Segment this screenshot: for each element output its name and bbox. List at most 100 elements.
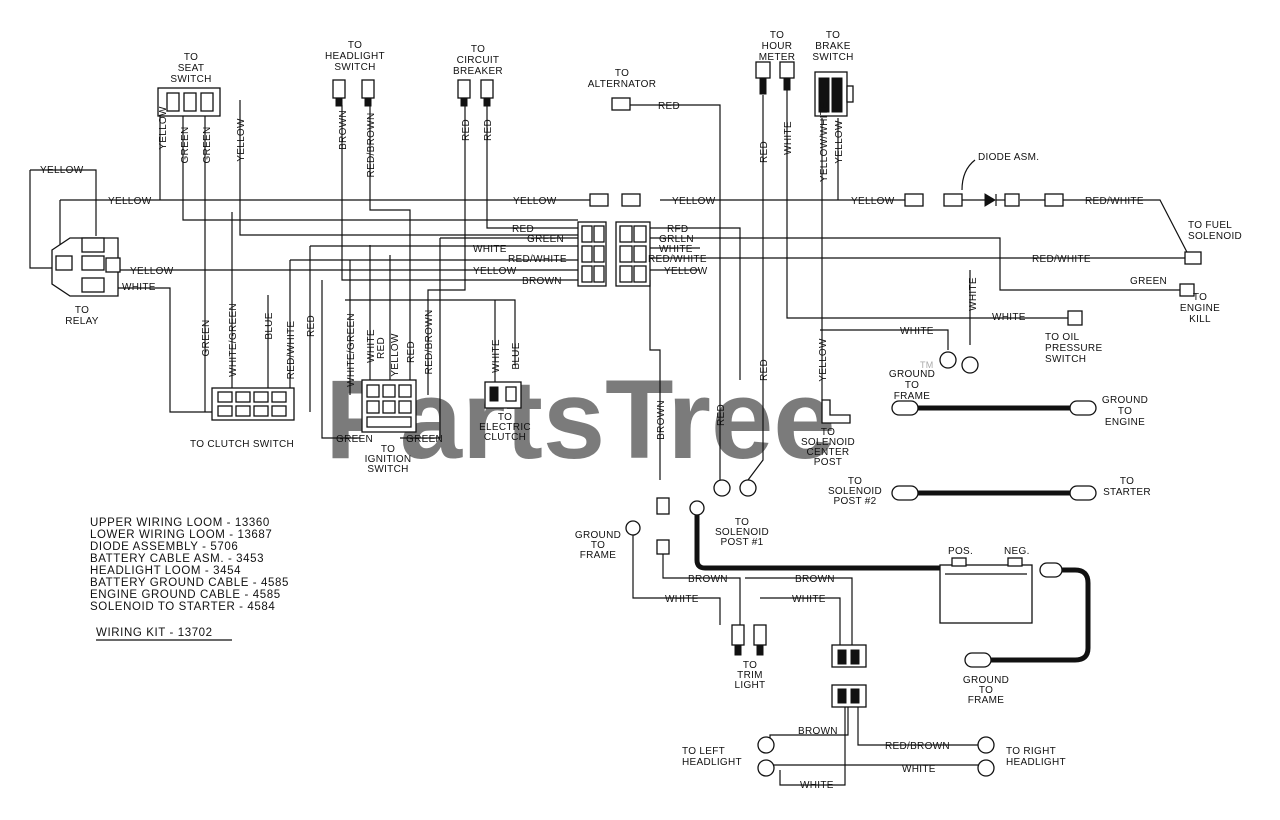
svg-text:YELLOW/WHITE: YELLOW/WHITE: [819, 102, 830, 182]
svg-text:RED: RED: [376, 337, 387, 359]
ignition-switch-connector: [361, 379, 417, 433]
parts-list-item: DIODE ASSEMBLY - 5706: [90, 541, 238, 553]
svg-text:WHITE: WHITE: [366, 329, 377, 363]
svg-text:GRLLN: GRLLN: [659, 234, 694, 245]
ground-cable-ends: [891, 400, 1097, 668]
svg-text:WHITE: WHITE: [122, 282, 156, 293]
svg-text:WHITE: WHITE: [900, 326, 934, 337]
parts-list-item: BATTERY GROUND CABLE - 4585: [90, 577, 289, 589]
wire-color-labels: YELLOW YELLOW YELLOW YELLOW YELLOW RED/W…: [40, 101, 1167, 791]
svg-text:YELLOW: YELLOW: [390, 333, 401, 377]
wires: [29, 90, 1191, 786]
svg-text:YELLOW: YELLOW: [834, 120, 845, 164]
svg-text:RED: RED: [461, 119, 472, 141]
svg-text:BLUE: BLUE: [264, 312, 275, 339]
svg-text:RED/WHITE: RED/WHITE: [286, 321, 297, 380]
svg-text:WHITE/GREEN: WHITE/GREEN: [346, 313, 357, 387]
svg-text:RED: RED: [759, 359, 770, 381]
svg-text:NEG.: NEG.: [1004, 546, 1030, 557]
svg-text:YELLOW: YELLOW: [473, 266, 517, 277]
svg-text:WHITE: WHITE: [665, 594, 699, 605]
svg-text:YELLOW: YELLOW: [664, 266, 708, 277]
relay: [51, 237, 121, 297]
svg-text:GREEN: GREEN: [201, 319, 212, 356]
ring-terminals: [625, 351, 979, 555]
brake-switch-connector: [814, 71, 854, 117]
svg-text:BROWN: BROWN: [338, 110, 349, 150]
svg-text:BROWN: BROWN: [798, 726, 838, 737]
svg-text:YELLOW: YELLOW: [108, 196, 152, 207]
headlight-loom-connector-lower: [831, 684, 867, 708]
svg-text:WHITE: WHITE: [783, 121, 794, 155]
diode-assembly: [943, 159, 1064, 207]
svg-text:WHITE/GREEN: WHITE/GREEN: [228, 303, 239, 377]
parts-list-item: UPPER WIRING LOOM - 13360: [90, 517, 270, 529]
svg-text:BROWN: BROWN: [688, 574, 728, 585]
parts-list-item: LOWER WIRING LOOM - 13687: [90, 529, 272, 541]
electric-clutch-connector: [484, 381, 522, 409]
svg-text:RED: RED: [406, 341, 417, 363]
battery-cables: [694, 405, 1091, 663]
svg-text:YELLOW: YELLOW: [672, 196, 716, 207]
svg-text:YELLOW: YELLOW: [513, 196, 557, 207]
svg-text:RED: RED: [759, 141, 770, 163]
svg-text:YELLOW: YELLOW: [851, 196, 895, 207]
svg-text:RED/BROWN: RED/BROWN: [366, 113, 377, 178]
circuit-breaker-terminals: [457, 79, 494, 107]
svg-text:WHITE: WHITE: [968, 277, 979, 311]
hour-meter-terminals: [755, 61, 795, 95]
svg-text:YELLOW: YELLOW: [158, 106, 169, 150]
svg-text:RED: RED: [512, 224, 534, 235]
svg-text:WHITE: WHITE: [659, 244, 693, 255]
clutch-switch-connector: [211, 387, 295, 421]
svg-text:TO CLUTCH SWITCH: TO CLUTCH SWITCH: [190, 439, 294, 450]
svg-text:WHITE: WHITE: [800, 780, 834, 791]
svg-text:RED: RED: [483, 119, 494, 141]
svg-text:GREEN: GREEN: [406, 434, 443, 445]
wiring-kit: WIRING KIT - 13702: [96, 627, 213, 639]
watermark-mark: TM: [920, 360, 934, 370]
parts-list-item: HEADLIGHT LOOM - 3454: [90, 565, 241, 577]
svg-text:WHITE: WHITE: [792, 594, 826, 605]
svg-text:WHITE: WHITE: [992, 312, 1026, 323]
center-connector-left: [577, 221, 607, 287]
svg-text:YELLOW: YELLOW: [818, 338, 829, 382]
seat-switch-connector: [157, 87, 221, 117]
alternator-terminal: [611, 97, 631, 111]
svg-text:BROWN: BROWN: [656, 400, 667, 440]
svg-text:WHITE: WHITE: [491, 339, 502, 373]
parts-list: UPPER WIRING LOOM - 13360 LOWER WIRING L…: [90, 517, 289, 641]
svg-text:GREEN: GREEN: [336, 434, 373, 445]
svg-text:WHITE: WHITE: [473, 244, 507, 255]
svg-text:GREEN: GREEN: [202, 126, 213, 163]
battery: [939, 557, 1033, 624]
svg-text:POS.: POS.: [948, 546, 973, 557]
trim-light-terminals: [731, 624, 767, 656]
svg-text:RED: RED: [658, 101, 680, 112]
center-connector-right: [615, 221, 651, 287]
svg-text:RED/WHITE: RED/WHITE: [648, 254, 707, 265]
solenoid-center-terminal: [821, 399, 851, 424]
svg-text:RED/WHITE: RED/WHITE: [1032, 254, 1091, 265]
svg-text:YELLOW: YELLOW: [40, 165, 84, 176]
svg-text:RFD: RFD: [667, 224, 688, 235]
